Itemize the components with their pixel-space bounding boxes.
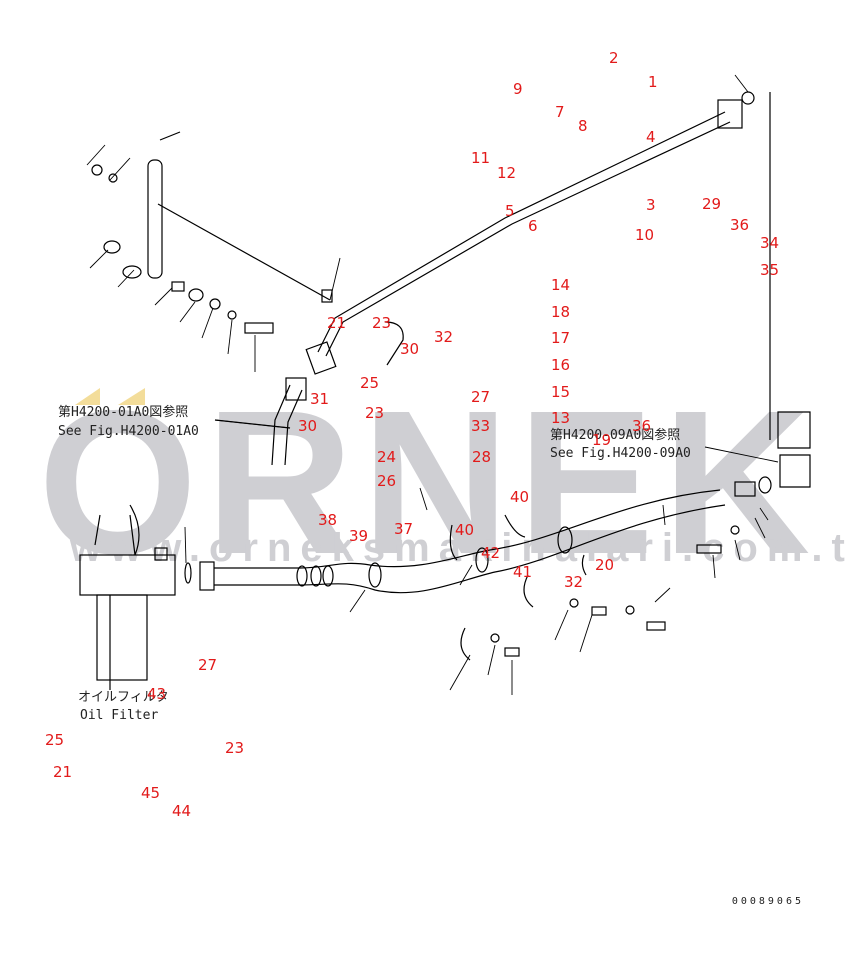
callout: 35: [760, 261, 780, 279]
callout: 10: [635, 226, 655, 244]
callout: 15: [551, 383, 571, 401]
watermark-url: www.orneksmakinalari.com.tr: [70, 526, 850, 570]
callout: 5: [505, 202, 515, 220]
callout: 36: [730, 216, 750, 234]
callout: 37: [394, 520, 414, 538]
callout: 3: [646, 196, 656, 214]
right-vertical-line: [758, 92, 811, 494]
callout: 38: [318, 511, 338, 529]
callout: 41: [513, 563, 533, 581]
callout: 40: [510, 488, 530, 506]
bracket-stay: [91, 131, 404, 366]
callout: 30: [400, 340, 420, 358]
callout: 17: [551, 329, 571, 347]
callout: 7: [555, 103, 565, 121]
callout: 44: [172, 802, 192, 820]
callout: 23: [372, 314, 392, 332]
callout: 29: [702, 195, 722, 213]
oil-filter: [79, 504, 192, 690]
ref-text-en-right: See Fig.H4200-09A0: [550, 446, 691, 461]
callout: 31: [310, 390, 330, 408]
ref-text-en-left: See Fig.H4200-01A0: [58, 424, 199, 439]
document-number: 00089065: [731, 896, 804, 907]
callout: 26: [377, 472, 397, 490]
callout: 32: [434, 328, 454, 346]
callout: 27: [471, 388, 491, 406]
callout: 25: [45, 731, 65, 749]
callout: 27: [198, 656, 218, 674]
callout: 4: [646, 128, 656, 146]
callout: 9: [513, 80, 523, 98]
callout: 8: [578, 117, 588, 135]
leader-lines: [86, 74, 779, 695]
callout: 18: [551, 303, 571, 321]
callout: 6: [528, 217, 538, 235]
callout: 16: [551, 356, 571, 374]
lower-hose: [199, 481, 756, 661]
callout: 28: [472, 448, 492, 466]
filter-label-jp: オイルフィルタ: [78, 690, 169, 705]
callout: 13: [551, 409, 571, 427]
callout: 25: [360, 374, 380, 392]
filter-label-en: Oil Filter: [80, 708, 159, 723]
callout: 24: [377, 448, 397, 466]
callout: 2: [609, 49, 619, 67]
callout: 45: [141, 784, 161, 802]
main-pipe: [305, 91, 755, 375]
callout: 23: [225, 739, 245, 757]
callout: 39: [349, 527, 369, 545]
callout: 14: [551, 276, 571, 294]
callout: 40: [455, 521, 475, 539]
callout: 23: [365, 404, 385, 422]
callout: 21: [327, 314, 347, 332]
callout: 21: [53, 763, 73, 781]
callout: 34: [760, 234, 780, 252]
callout: 12: [497, 164, 517, 182]
callout: 43: [147, 685, 167, 703]
callout: 20: [595, 556, 615, 574]
callout: 42: [481, 544, 501, 562]
callout: 36: [632, 417, 652, 435]
callout: 19: [592, 431, 612, 449]
callout: 30: [298, 417, 318, 435]
callout: 11: [471, 149, 491, 167]
ref-text-jp-right: 第H4200-09A0図参照: [550, 428, 681, 443]
callout: 33: [471, 417, 491, 435]
ref-text-jp-left: 第H4200-01A0図参照: [58, 405, 189, 420]
callout: 32: [564, 573, 584, 591]
callout: 1: [648, 73, 658, 91]
